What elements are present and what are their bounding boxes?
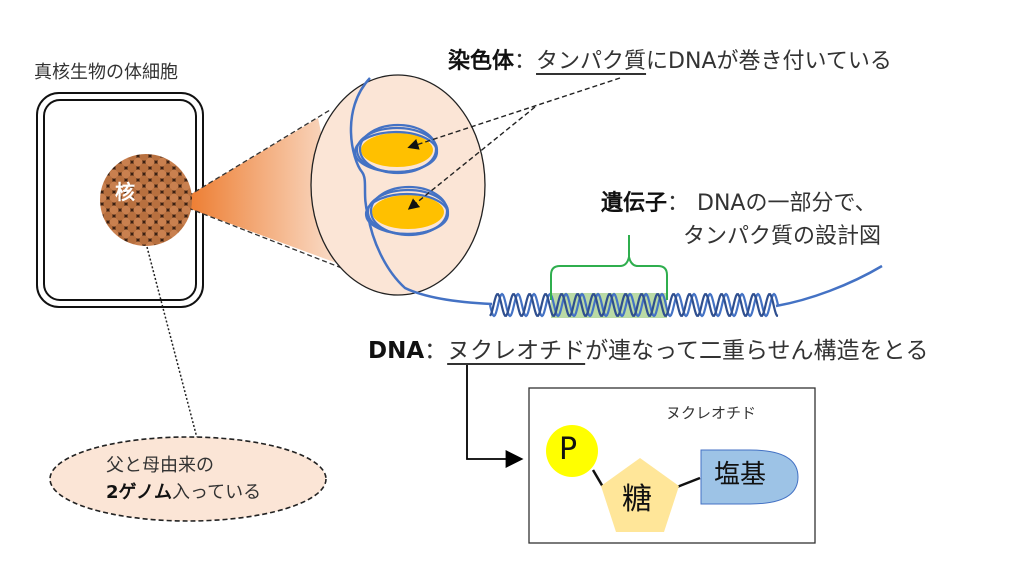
base-label: 塩基 <box>714 460 767 490</box>
chromosome-term: 染色体 <box>448 49 515 74</box>
chromosome-protein-term: タンパク質 <box>536 49 647 74</box>
cone-bottom-edge <box>187 207 353 273</box>
genome-note-line1: 父と母由来の <box>106 455 214 476</box>
dna-strand-left <box>349 77 493 306</box>
gene-caption-line1: 遺伝子： DNAの一部分で、 <box>601 193 877 215</box>
chromosome-description: にDNAが巻き付いている <box>646 49 892 74</box>
nucleotide-title: ヌクレオチド <box>666 404 757 422</box>
magnification-cone <box>188 118 350 268</box>
dna-nucleotide-term: ヌクレオチド <box>447 338 586 364</box>
dna-strand-right <box>775 264 883 308</box>
cone-top-edge <box>187 109 331 197</box>
dna-caption: DNA：ヌクレオチドが連なって二重らせん構造をとる <box>368 340 929 363</box>
sugar-pentagon <box>601 458 679 532</box>
nucleotide-connector <box>466 365 524 468</box>
chromosome-caption: 染色体：タンパク質にDNAが巻き付いている <box>448 51 892 73</box>
phosphate-sugar-bond <box>591 469 605 488</box>
phosphate-circle <box>546 425 598 477</box>
chromosome-upper <box>361 133 433 167</box>
gene-term: 遺伝子 <box>601 191 668 216</box>
gene-bracket <box>550 235 668 300</box>
chromosome-lower <box>372 195 444 229</box>
helix-strand-2 <box>489 292 779 318</box>
gene-description-2: タンパク質の設計図 <box>683 224 882 249</box>
phosphate-label: P <box>559 432 578 467</box>
nucleus-label: 核 <box>115 180 135 204</box>
dna-double-helix <box>488 292 780 318</box>
cell-title: 真核生物の体細胞 <box>34 62 178 83</box>
dna-coils <box>353 123 450 237</box>
nucleus <box>100 154 192 246</box>
genome-note-rest: 入っている <box>171 482 262 503</box>
base-shape <box>700 449 799 505</box>
genome-count: 2ゲノム <box>106 482 172 503</box>
sugar-base-bond <box>676 476 701 489</box>
genome-note-line2: 2ゲノム入っている <box>106 484 261 502</box>
chromosome-separator: ： <box>514 49 537 74</box>
sugar-label: 糖 <box>622 482 652 517</box>
nucleus-zoom-ellipse <box>310 74 486 296</box>
gene-description-1: DNAの一部分で、 <box>697 191 877 216</box>
chromosome-pointer-2 <box>407 106 536 210</box>
gene-separator: ： <box>667 191 690 216</box>
genome-pointer <box>146 246 198 439</box>
helix-strand-1 <box>488 292 780 318</box>
chromosome-pointer-1 <box>407 77 621 150</box>
dna-description: が連なって二重らせん構造をとる <box>585 338 929 364</box>
genome-note-bubble <box>49 436 327 522</box>
dna-term: DNA <box>368 338 425 364</box>
dna-separator: ： <box>424 338 448 364</box>
